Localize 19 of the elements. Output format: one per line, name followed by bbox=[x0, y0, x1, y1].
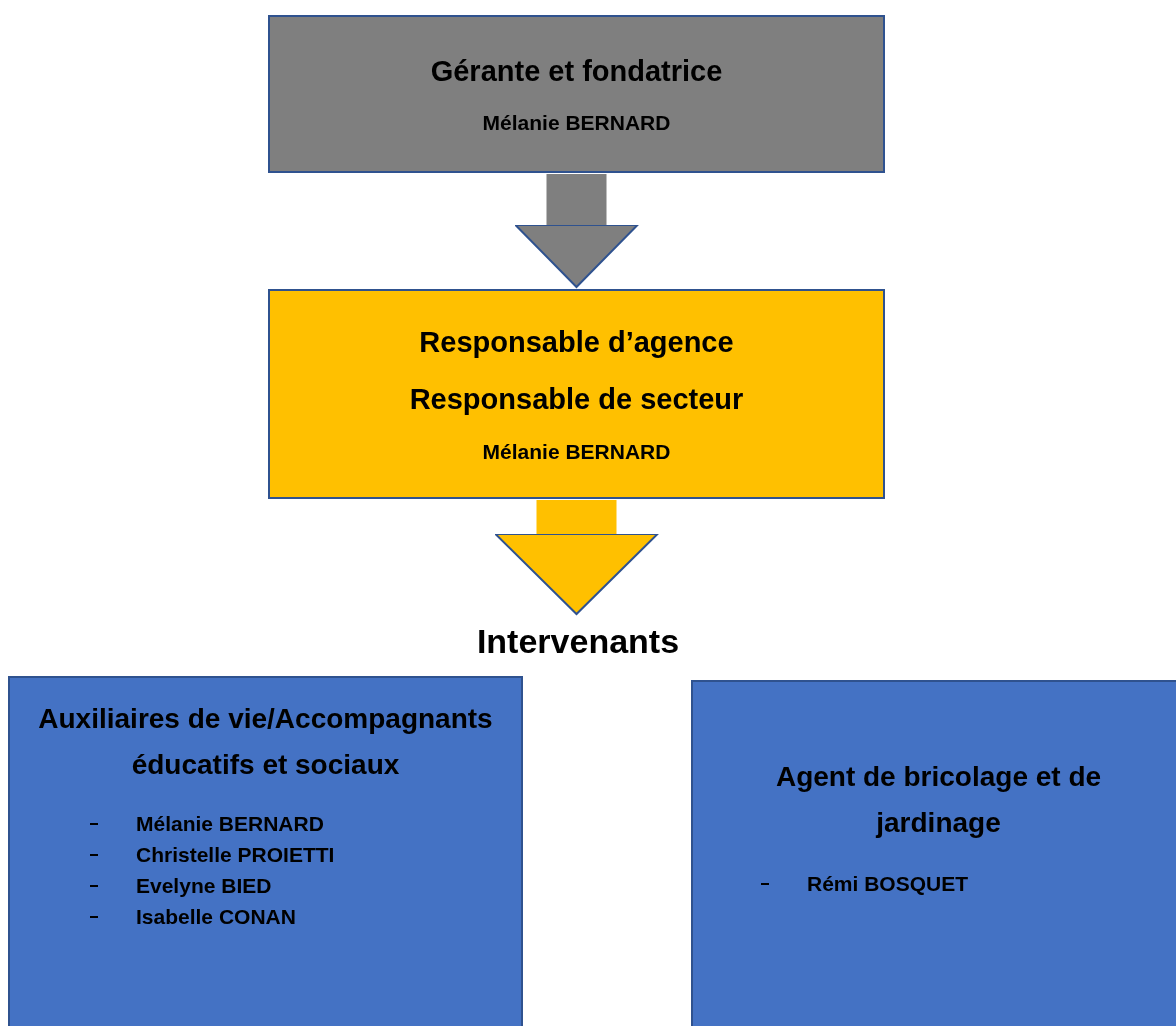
person-name: Mélanie BERNARD bbox=[136, 810, 324, 837]
person-name: Christelle PROIETTI bbox=[136, 841, 335, 868]
person-name: Rémi BOSQUET bbox=[807, 870, 969, 897]
role-box bbox=[268, 289, 885, 499]
role-box bbox=[8, 676, 523, 1026]
role-title: Gérante et fondatrice bbox=[430, 53, 723, 89]
person-name: Isabelle CONAN bbox=[136, 903, 296, 930]
role-box bbox=[268, 15, 885, 173]
section-heading: Intervenants bbox=[428, 616, 728, 666]
role-box bbox=[691, 680, 1176, 1026]
block-arrow bbox=[514, 174, 639, 288]
role-title: Agent de bricolage et de jardinage bbox=[774, 760, 1103, 840]
person-name: Evelyne BIED bbox=[136, 872, 272, 899]
role-title: Responsable de secteur bbox=[409, 382, 744, 418]
block-arrow bbox=[494, 500, 659, 615]
role-title: Auxiliaires de vie/Accompagnants éducatifs et sociaux bbox=[37, 702, 494, 782]
person-name: Mélanie BERNARD bbox=[482, 110, 671, 136]
person-name: Mélanie BERNARD bbox=[482, 438, 671, 465]
role-title: Responsable d’agence bbox=[419, 324, 734, 360]
